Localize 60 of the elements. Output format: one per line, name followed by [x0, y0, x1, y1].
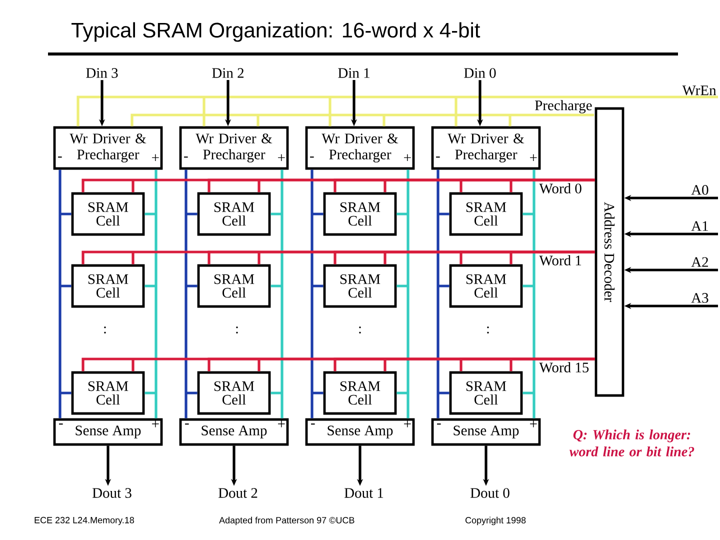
signal-line: [76, 96, 720, 128]
input-label: Din 2: [212, 68, 244, 78]
sram-cell: SRAM Cell: [197, 264, 271, 308]
word-line: [460, 250, 596, 266]
ellipsis-dots: :: [236, 326, 238, 334]
driver-box: Wr Driver & Precharger - +: [431, 126, 541, 170]
sram-cell: SRAM Cell: [71, 371, 145, 415]
edge-label: Word 1: [538, 254, 583, 266]
signal-label: Precharge: [535, 100, 592, 114]
footer-text: Adapted from Patterson 97 ©UCB: [219, 516, 354, 526]
input-label: Din 0: [464, 68, 496, 78]
sense-amp-box: Sense Amp - +: [53, 418, 163, 446]
sram-cell: SRAM Cell: [197, 371, 271, 415]
edge-label: Word 15: [538, 361, 590, 374]
sram-cell: SRAM Cell: [323, 192, 397, 236]
bit-line: [269, 168, 284, 420]
bit-line: [143, 168, 158, 420]
sense-amp-box: Sense Amp - +: [179, 418, 289, 446]
bit-line: [521, 168, 536, 420]
bit-line: [310, 168, 325, 420]
sram-cell: SRAM Cell: [71, 192, 145, 236]
ellipsis-dots: :: [487, 326, 489, 334]
driver-box: Wr Driver & Precharger - +: [179, 126, 289, 170]
input-label: Din 3: [86, 68, 118, 78]
bit-line: [436, 168, 451, 420]
sense-amp-box: Sense Amp - +: [431, 418, 541, 446]
driver-box: Wr Driver & Precharger - +: [305, 126, 415, 170]
address-label: A2: [691, 257, 708, 267]
word-line: [460, 178, 596, 194]
bit-line: [58, 168, 73, 420]
driver-box: Wr Driver & Precharger - +: [53, 126, 163, 170]
footer-text: Copyright 1998: [466, 516, 526, 526]
sense-amp-box: Sense Amp - +: [305, 418, 415, 446]
signal-label: WrEn: [682, 86, 716, 96]
output-label: Dout 2: [218, 488, 258, 498]
output-label: Dout 3: [92, 488, 132, 498]
sram-cell: SRAM Cell: [449, 264, 523, 308]
ellipsis-dots: :: [359, 326, 361, 334]
bit-line: [395, 168, 410, 420]
sram-cell: SRAM Cell: [449, 192, 523, 236]
bit-line: [184, 168, 199, 420]
ellipsis-dots: :: [104, 326, 106, 334]
address-label: A1: [691, 221, 708, 231]
edge-label: Word 0: [538, 182, 583, 194]
output-label: Dout 0: [470, 488, 510, 498]
sram-cell: SRAM Cell: [449, 371, 523, 415]
word-line: [460, 358, 596, 373]
title: Typical SRAM Organization: 16-word x 4-bit: [72, 22, 480, 42]
footer-text: ECE 232 L24.Memory.18: [34, 516, 134, 526]
address-label: A0: [691, 185, 708, 195]
question-text: Q: Which is longer: word line or bit line?: [569, 430, 694, 456]
sram-cell: SRAM Cell: [71, 264, 145, 308]
output-label: Dout 1: [344, 488, 384, 498]
decoder-box: Address Decoder: [594, 107, 624, 397]
sram-cell: SRAM Cell: [323, 264, 397, 308]
address-label: A3: [691, 293, 708, 303]
input-label: Din 1: [338, 68, 370, 78]
signal-line: [130, 114, 596, 128]
sram-cell: SRAM Cell: [197, 192, 271, 236]
sram-cell: SRAM Cell: [323, 371, 397, 415]
